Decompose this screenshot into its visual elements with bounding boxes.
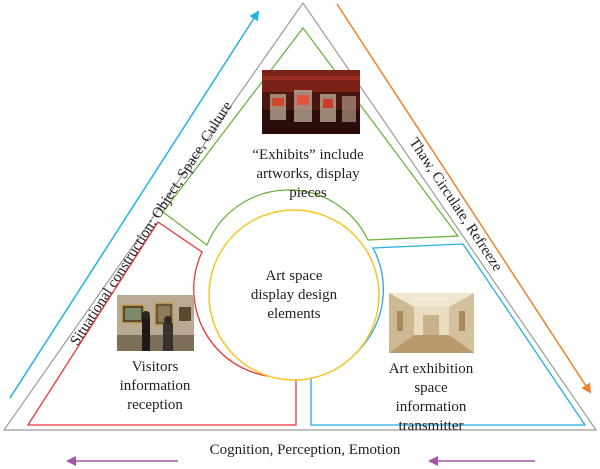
left-edge-arrow xyxy=(9,10,260,399)
exhibition-space-label: Art exhibition space information transmi… xyxy=(371,360,491,436)
center-label-line-1: Art space xyxy=(265,268,323,284)
visitors-viewing-paintings-photo xyxy=(117,295,194,351)
visitors-label-line-1: Visitors xyxy=(131,359,179,375)
center-label-line-2: display design xyxy=(250,287,338,303)
exhibits-label-line-3: pieces xyxy=(289,185,327,201)
center-circle xyxy=(208,209,380,381)
exhibition-space-label-line-1: Art exhibition xyxy=(388,361,474,377)
exhibits-label-line-2: artworks, display xyxy=(256,166,360,182)
bottom-edge-label: Cognition, Perception, Emotion xyxy=(209,442,401,458)
exhibition-space-label-line-4: transmitter xyxy=(398,418,464,434)
outer-triangle xyxy=(2,1,598,431)
exhibits-region-outline xyxy=(162,26,460,247)
museum-display-cases-photo xyxy=(262,70,360,134)
visitors-label: Visitors information reception xyxy=(100,358,210,415)
visitors-label-line-3: reception xyxy=(127,397,183,413)
center-label-line-3: elements xyxy=(267,306,321,322)
right-edge-arrow xyxy=(336,3,592,394)
visitors-label-line-2: information xyxy=(119,378,191,394)
exhibits-label-line-1: “Exhibits” include xyxy=(252,147,364,163)
exhibits-label: “Exhibits” include artworks, display pie… xyxy=(233,146,383,203)
exhibition-space-label-line-2: space xyxy=(414,380,448,396)
center-label: Art space display design elements xyxy=(234,267,354,324)
empty-gallery-hall-photo xyxy=(389,293,474,353)
exhibition-space-label-line-3: information xyxy=(395,399,467,415)
